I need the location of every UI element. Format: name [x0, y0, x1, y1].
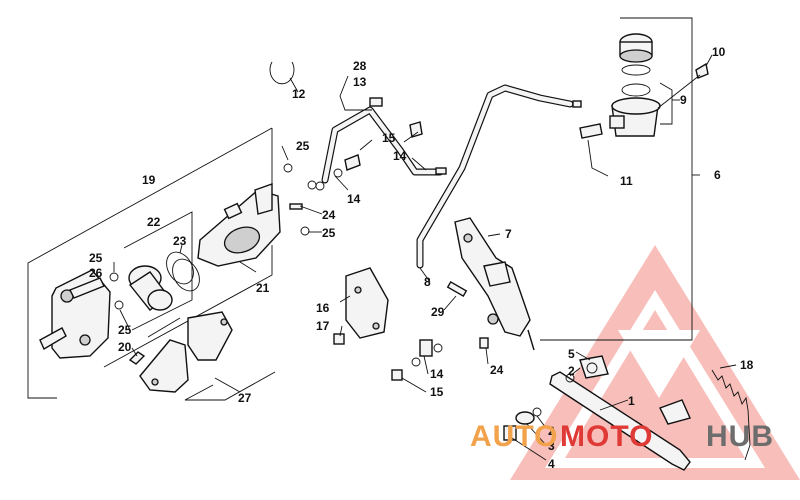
group-22-outline	[123, 211, 193, 331]
group-27-outline	[147, 317, 276, 401]
callout-21: 21	[256, 281, 270, 295]
callout-18: 18	[740, 358, 754, 372]
callout-15-lower: 15	[430, 385, 444, 399]
callout-22: 22	[147, 215, 161, 229]
caliper-small-parts	[109, 163, 317, 365]
callout-27: 27	[238, 391, 252, 405]
watermark-hub: HUB	[706, 420, 774, 453]
callout-17: 17	[316, 319, 330, 333]
callout-4: 4	[548, 457, 555, 471]
brake-pedal	[503, 355, 691, 471]
master-cylinder	[446, 217, 535, 351]
watermark-text: AUTO MOTO HUB	[470, 420, 774, 453]
callout-26: 26	[89, 266, 103, 280]
callout-23: 23	[173, 234, 187, 248]
group-19-outline	[27, 127, 273, 399]
callout-28: 28	[353, 59, 367, 73]
callout-25-mid-right: 25	[322, 226, 336, 240]
callout-25-upper-left: 25	[89, 251, 103, 265]
watermark-auto: AUTO	[470, 420, 558, 453]
brake-hose-caliper	[321, 106, 444, 184]
leader-lines	[113, 54, 737, 461]
callout-14-upper: 14	[393, 149, 407, 163]
callout-14-mid: 14	[347, 192, 361, 206]
brake-pads	[139, 311, 233, 393]
caliper-body	[197, 183, 281, 267]
callout-16: 16	[316, 301, 330, 315]
callout-20: 20	[118, 340, 132, 354]
callout-2-lower: 2	[548, 424, 555, 438]
callout-25-lower-left: 25	[118, 323, 132, 337]
hose-fittings	[315, 97, 582, 191]
callout-8: 8	[424, 275, 431, 289]
fasteners	[333, 333, 489, 381]
callout-12: 12	[292, 87, 306, 101]
callout-19: 19	[142, 173, 156, 187]
callout-29: 29	[431, 305, 445, 319]
callout-24-lower: 24	[490, 363, 504, 377]
callout-25-upper-right: 25	[296, 139, 310, 153]
watermark-moto: MOTO	[560, 420, 653, 453]
callout-9: 9	[680, 93, 687, 107]
callout-15-upper: 15	[382, 131, 396, 145]
callout-1: 1	[628, 394, 635, 408]
callout-10: 10	[712, 45, 726, 59]
callout-11: 11	[620, 174, 633, 188]
retaining-ring	[269, 61, 295, 85]
callout-labels: 1 2 2 3 4 5 6 7 8 9 10 11 12 13 14 14 14…	[89, 45, 754, 471]
piston	[128, 265, 173, 311]
callout-3: 3	[548, 439, 555, 453]
callout-6: 6	[714, 168, 721, 182]
callout-7: 7	[505, 227, 512, 241]
piston-seals	[166, 251, 200, 292]
callout-13: 13	[353, 75, 367, 89]
brake-hose-reservoir	[416, 84, 574, 269]
reservoir-assembly	[579, 33, 709, 139]
mounting-bracket	[345, 267, 389, 339]
return-spring	[711, 369, 751, 461]
caliper-bracket	[39, 269, 111, 359]
callout-2-upper: 2	[568, 364, 575, 378]
callout-14-lower: 14	[430, 367, 444, 381]
group-6-bracket	[540, 17, 693, 341]
callout-5: 5	[568, 347, 575, 361]
callout-24-upper: 24	[322, 208, 336, 222]
